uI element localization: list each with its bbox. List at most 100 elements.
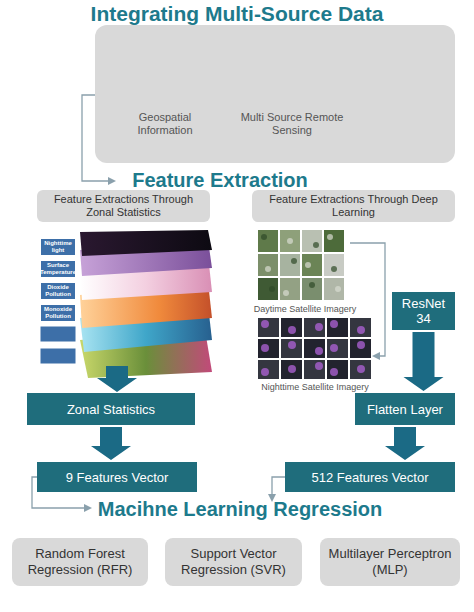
night-light bbox=[357, 341, 365, 349]
node-text: Surface Temperature bbox=[40, 262, 76, 276]
tile-detail bbox=[261, 234, 267, 240]
night-tile bbox=[327, 360, 348, 379]
node-text-group: Nighttime light bbox=[42, 240, 74, 254]
satellite-tile bbox=[324, 230, 344, 252]
night-light bbox=[315, 362, 323, 370]
layer-tag: Surface Temperature bbox=[40, 260, 76, 278]
satellite-tile bbox=[258, 278, 278, 300]
layer-tag: Nighttime light bbox=[40, 238, 76, 256]
node-text-group: Feature Extractions Through Zonal Statis… bbox=[43, 193, 204, 219]
night-tile bbox=[350, 360, 371, 379]
node-text: ResNet 34 bbox=[396, 296, 451, 326]
satellite-tile bbox=[324, 254, 344, 276]
night-tile bbox=[304, 318, 325, 337]
block-arrow bbox=[97, 366, 137, 392]
satellite-tile bbox=[302, 230, 322, 252]
node-text-group: 512 Features Vector bbox=[311, 470, 428, 485]
block-arrow bbox=[91, 427, 131, 460]
node-text-group: Random Forest Regression (RFR) bbox=[20, 546, 140, 578]
tile-detail bbox=[265, 266, 271, 272]
node-text: 512 Features Vector bbox=[311, 470, 428, 485]
tile-detail bbox=[291, 258, 297, 264]
node-text-group: Zonal Statistics bbox=[67, 402, 155, 417]
night-light bbox=[315, 323, 323, 331]
vector-box: 9 Features Vector bbox=[37, 462, 197, 492]
node-text: Nighttime light bbox=[42, 240, 74, 254]
night-light bbox=[330, 344, 338, 352]
night-light bbox=[330, 368, 338, 376]
node-text: Multilayer Perceptron (MLP) bbox=[328, 546, 452, 578]
node-text-group: ResNet 34 bbox=[396, 296, 451, 326]
source-panel: Geospatial Information Multi Source Remot… bbox=[95, 25, 455, 163]
method-box: Feature Extractions Through Zonal Statis… bbox=[37, 190, 210, 222]
icon-caption: Multi Source Remote Sensing bbox=[237, 111, 347, 137]
night-light bbox=[288, 365, 296, 373]
night-light bbox=[288, 341, 296, 349]
night-tile bbox=[281, 360, 302, 379]
night-light bbox=[357, 365, 365, 373]
night-light bbox=[288, 326, 296, 334]
node-text-group: 9 Features Vector bbox=[66, 470, 169, 485]
diagram-title: Integrating Multi-Source Data bbox=[0, 2, 474, 26]
night-tile bbox=[304, 360, 325, 379]
node-text: Dioxide Pollution bbox=[42, 284, 74, 298]
node-text: Flatten Layer bbox=[367, 402, 443, 417]
section-heading: Feature Extraction bbox=[70, 168, 370, 192]
satellite-tile bbox=[302, 278, 322, 300]
satellite-tile bbox=[258, 230, 278, 252]
icon-caption: Geospatial Information bbox=[115, 111, 215, 137]
satellite-tile bbox=[280, 278, 300, 300]
vector-box: 512 Features Vector bbox=[285, 462, 455, 492]
node-text: Feature Extractions Through Deep Learnin… bbox=[258, 193, 449, 219]
layered-maps bbox=[80, 230, 212, 378]
node-text: 9 Features Vector bbox=[66, 470, 169, 485]
night-tile bbox=[350, 339, 371, 358]
node-text: Zonal Statistics bbox=[67, 402, 155, 417]
layer-tag bbox=[40, 326, 76, 342]
satellite-tile bbox=[280, 254, 300, 276]
tile-detail bbox=[313, 242, 319, 248]
node-text-group: Flatten Layer bbox=[367, 402, 443, 417]
process-box: Zonal Statistics bbox=[27, 393, 195, 425]
night-tile bbox=[258, 339, 279, 358]
algorithm-box: Multilayer Perceptron (MLP) bbox=[320, 538, 460, 586]
night-tile bbox=[350, 318, 371, 337]
node-text-group: Support Vector Regression (SVR) bbox=[173, 546, 294, 578]
layer-tag: Monoxide Pollution bbox=[40, 304, 76, 322]
tile-detail bbox=[331, 266, 337, 272]
node-text: Random Forest Regression (RFR) bbox=[20, 546, 140, 578]
block-arrow bbox=[385, 427, 425, 460]
node-text-group: Multilayer Perceptron (MLP) bbox=[328, 546, 452, 578]
algorithm-box: Support Vector Regression (SVR) bbox=[165, 538, 302, 586]
node-text: Monoxide Pollution bbox=[42, 306, 74, 320]
tile-detail bbox=[269, 286, 275, 292]
night-tile bbox=[304, 339, 325, 358]
night-tile bbox=[327, 318, 348, 337]
node-text: Feature Extractions Through Zonal Statis… bbox=[43, 193, 204, 219]
tile-detail bbox=[327, 234, 333, 240]
node-text-group: Surface Temperature bbox=[40, 262, 76, 276]
night-tile bbox=[258, 318, 279, 337]
tile-detail bbox=[309, 282, 315, 288]
model-box: ResNet 34 bbox=[392, 292, 455, 330]
satellite-tile bbox=[302, 254, 322, 276]
layer-tag: Dioxide Pollution bbox=[40, 282, 76, 300]
night-light bbox=[261, 344, 269, 352]
night-light bbox=[330, 320, 338, 328]
satellite-tile bbox=[280, 230, 300, 252]
algorithm-box: Random Forest Regression (RFR) bbox=[12, 538, 148, 586]
image-caption: Daytime Satellite Imagery bbox=[250, 304, 360, 315]
section-heading: Macihne Learning Regression bbox=[80, 497, 400, 521]
night-light bbox=[357, 326, 365, 334]
method-box: Feature Extractions Through Deep Learnin… bbox=[252, 190, 455, 222]
night-tile bbox=[281, 339, 302, 358]
image-caption: Nighttime Satellite Imagery bbox=[250, 382, 380, 393]
node-text: Support Vector Regression (SVR) bbox=[173, 546, 294, 578]
night-tile bbox=[258, 360, 279, 379]
node-text-group: Monoxide Pollution bbox=[42, 306, 74, 320]
tile-detail bbox=[283, 290, 289, 296]
satellite-tile bbox=[324, 278, 344, 300]
night-tile bbox=[327, 339, 348, 358]
